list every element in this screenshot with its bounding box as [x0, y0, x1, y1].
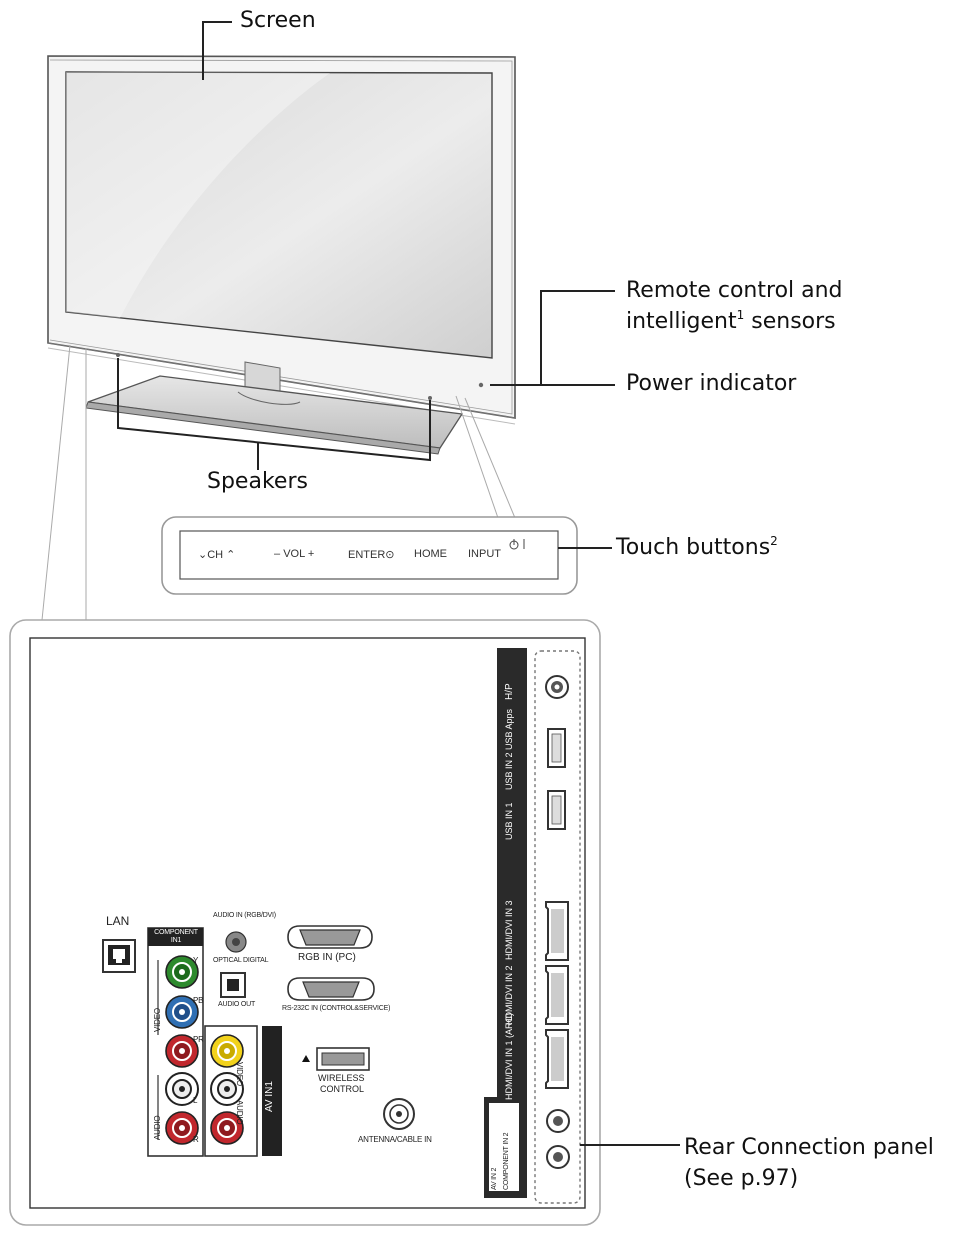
component-in1-label: COMPONENT IN1	[154, 929, 198, 944]
av-in2-label: AV IN 2	[491, 1167, 498, 1190]
audio-in-rgb-jack	[225, 931, 247, 953]
wireless-label: WIRELESS	[318, 1073, 365, 1083]
rgb-in-port	[287, 925, 373, 949]
hdmi1-label: HDMI/DVI IN 1 (ARC)	[504, 1012, 514, 1100]
audio-l-jack	[165, 1072, 199, 1106]
hp-label: H/P	[504, 683, 515, 700]
av-video-jack	[210, 1034, 244, 1068]
speakers-label: Speakers	[207, 469, 308, 494]
rs232-label: RS-232C IN (CONTROL&SERVICE)	[282, 1005, 391, 1012]
optical-digital-port	[220, 972, 246, 998]
lan-port	[102, 939, 136, 973]
touch-button-home[interactable]: HOME	[414, 548, 447, 560]
footnote-2: 2	[770, 534, 778, 548]
tv-stand	[85, 361, 464, 455]
component-pr-jack	[165, 1034, 199, 1068]
touch-button-vol[interactable]: – VOL +	[274, 548, 315, 560]
component-pb-label: PB	[193, 996, 204, 1005]
tv-front	[47, 55, 516, 425]
wireless-control-port	[302, 1047, 370, 1071]
antenna-label: ANTENNA/CABLE IN	[358, 1135, 432, 1144]
antenna-cable-jack	[383, 1098, 415, 1130]
footnote-1: 1	[736, 308, 745, 322]
audio-out-label: AUDIO OUT	[218, 1001, 256, 1008]
usb1-label: USB IN 1	[504, 802, 514, 840]
headphone-jack	[545, 675, 569, 699]
touch-button-ch[interactable]: ⌄CH ⌃	[198, 549, 236, 561]
av-audio-l-jack	[210, 1072, 244, 1106]
rear-panel-label-line2: (See p.97)	[684, 1166, 799, 1191]
component-y-label: Y	[193, 956, 199, 965]
av-in1-label: AV IN1	[264, 1081, 275, 1112]
component-audio-label: AUDIO	[153, 1115, 162, 1140]
av-audio-label: AUDIO	[235, 1100, 244, 1125]
touch-button-enter[interactable]: ENTER⊙	[348, 549, 395, 561]
component-video-label: VIDEO	[153, 1008, 162, 1032]
component-in2-label: COMPONENT IN 2	[503, 1132, 510, 1190]
audio-l-label: L	[193, 1096, 198, 1105]
lan-label: LAN	[106, 914, 130, 928]
control-label: CONTROL	[320, 1084, 365, 1094]
side-jack-strip	[497, 648, 527, 1103]
component-y-jack	[165, 955, 199, 989]
remote-sensor-label-line1: Remote control and	[626, 278, 843, 303]
av-video-label: VIDEO	[235, 1062, 244, 1086]
screen-panel	[65, 71, 493, 359]
audio-r-label: R	[193, 1135, 199, 1144]
screen-label: Screen	[240, 8, 316, 33]
power-indicator-label: Power indicator	[626, 371, 797, 396]
touch-buttons-label: Touch buttons2	[616, 534, 778, 560]
hdmi3-label: HDMI/DVI IN 3	[504, 900, 514, 960]
rear-connection-highlight	[534, 650, 581, 1204]
audio-in-rgb-label: AUDIO IN (RGB/DVI)	[213, 912, 276, 919]
rs232-port	[287, 977, 375, 1001]
remote-sensor-label-line2: intelligent1 sensors	[626, 308, 836, 334]
av-audio-r-jack	[210, 1111, 244, 1145]
power-indicator-dot	[478, 382, 484, 388]
touch-button-input[interactable]: INPUT	[468, 548, 501, 560]
usb2-label: USB IN 2 USB Apps	[504, 708, 514, 790]
optical-digital-label: OPTICAL DIGITAL	[213, 957, 269, 964]
audio-r-jack	[165, 1111, 199, 1145]
rgb-in-label: RGB IN (PC)	[298, 952, 356, 963]
rear-panel-label-line1: Rear Connection panel	[684, 1135, 934, 1160]
component-pb-jack	[165, 995, 199, 1029]
component-pr-label: PR	[193, 1035, 204, 1044]
